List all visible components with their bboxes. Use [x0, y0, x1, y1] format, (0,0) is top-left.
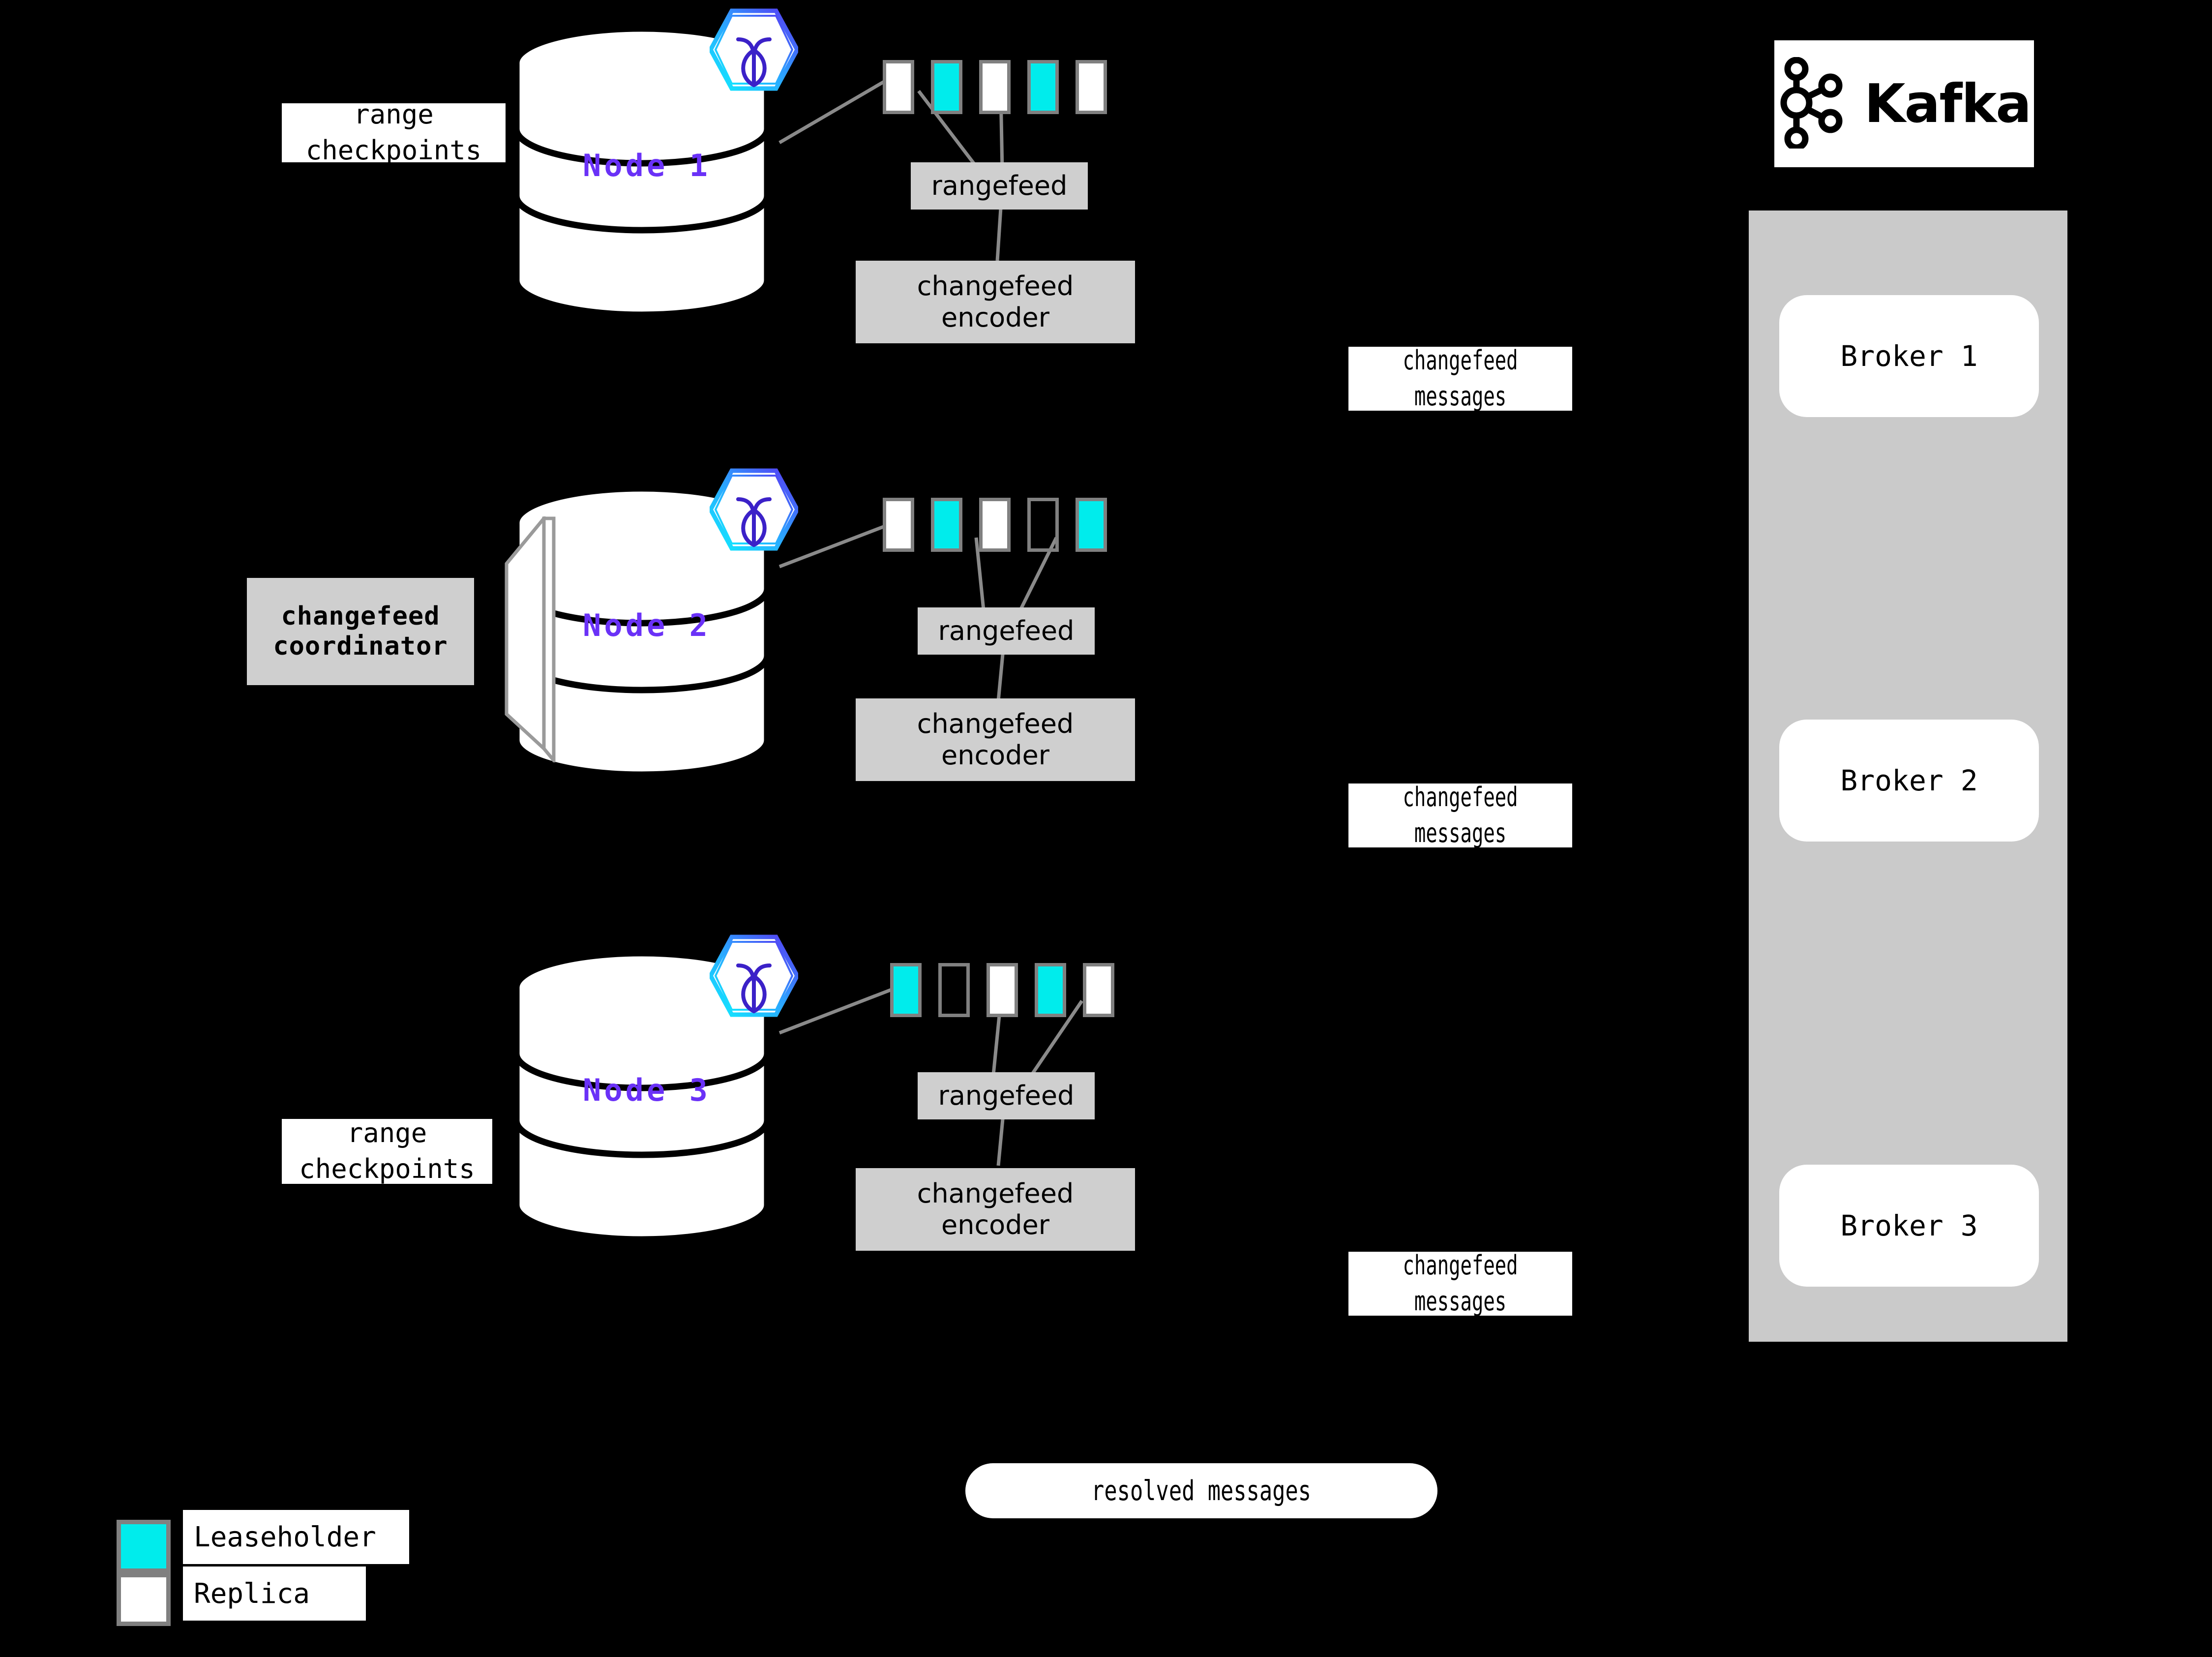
- node3-rangefeed-label: rangefeed: [938, 1080, 1075, 1112]
- legend-label-leaseholder: Leaseholder: [183, 1510, 409, 1564]
- node3-encoder-label: changefeed encoder: [917, 1178, 1074, 1240]
- node1-rangefeed-box[interactable]: rangefeed: [911, 162, 1088, 210]
- range-replica: [883, 60, 914, 114]
- node2-rangefeed-box[interactable]: rangefeed: [918, 607, 1095, 655]
- node3-changefeed-messages-label: changefeed messages: [1348, 1250, 1572, 1317]
- changefeed-coordinator-box[interactable]: changefeed coordinator: [247, 578, 474, 685]
- broker-2[interactable]: Broker 2: [1779, 720, 2039, 842]
- node2-encoder-label: changefeed encoder: [917, 708, 1074, 771]
- cockroachdb-hexagon-logo: [708, 931, 800, 1021]
- kafka-wordmark: Kafka: [1864, 73, 2032, 135]
- node1-range-checkpoints-text: range checkpoints: [305, 103, 482, 162]
- kafka-logo: [1778, 57, 1852, 151]
- range-replica: [979, 498, 1011, 552]
- node1-range-checkpoints-label: range checkpoints: [282, 103, 506, 162]
- legend-leaseholder-text: Leaseholder: [194, 1521, 376, 1553]
- node2-changefeed-messages-label: changefeed messages: [1348, 782, 1572, 848]
- node1-encoder-label: changefeed encoder: [917, 271, 1074, 333]
- broker-2-label: Broker 2: [1840, 764, 1978, 797]
- cockroachdb-hexagon-logo: [708, 465, 800, 554]
- changefeed-coordinator-label: changefeed coordinator: [273, 601, 448, 661]
- node3-range-checkpoints-text: range checkpoints: [299, 1117, 475, 1184]
- node2-changefeed-messages-text: changefeed messages: [1403, 782, 1518, 848]
- range-leaseholder: [931, 60, 962, 114]
- node2-rangefeed-label: rangefeed: [938, 615, 1075, 647]
- legend-replica-text: Replica: [194, 1577, 310, 1610]
- node2-encoder-box[interactable]: changefeed encoder: [856, 698, 1135, 781]
- kafka-logo-card: Kafka: [1774, 40, 2034, 167]
- broker-3-label: Broker 3: [1840, 1209, 1978, 1242]
- node3-range-row: [890, 963, 1131, 1017]
- node3-range-checkpoints-label: range checkpoints: [282, 1117, 492, 1184]
- range-replica: [979, 60, 1011, 114]
- node1-range-row: [883, 60, 1124, 114]
- node2-range-row: [883, 498, 1124, 552]
- node3-rangefeed-box[interactable]: rangefeed: [918, 1072, 1095, 1119]
- range-empty: [938, 963, 970, 1017]
- node1-rangefeed-label: rangefeed: [931, 170, 1068, 202]
- cockroachdb-hexagon-logo: [708, 5, 800, 94]
- range-replica: [1076, 60, 1107, 114]
- range-replica: [883, 498, 914, 552]
- legend-swatch-leaseholder: [117, 1520, 171, 1573]
- kafka-broker-panel: Broker 1 Broker 2 Broker 3: [1749, 211, 2067, 1342]
- broker-3[interactable]: Broker 3: [1779, 1165, 2039, 1287]
- range-replica: [1083, 963, 1114, 1017]
- range-replica: [986, 963, 1018, 1017]
- node3-changefeed-messages-text: changefeed messages: [1403, 1250, 1518, 1317]
- node1-encoder-box[interactable]: changefeed encoder: [856, 261, 1135, 343]
- node1-changefeed-messages-text: changefeed messages: [1403, 345, 1518, 412]
- broker-1[interactable]: Broker 1: [1779, 295, 2039, 417]
- range-leaseholder: [1076, 498, 1107, 552]
- resolved-messages-label: resolved messages: [1091, 1475, 1312, 1507]
- range-empty: [1027, 498, 1059, 552]
- changefeed-coordinator-connector: [497, 513, 556, 765]
- legend-swatch-replica: [117, 1573, 171, 1626]
- resolved-messages-pill: resolved messages: [965, 1463, 1437, 1518]
- legend-label-replica: Replica: [183, 1567, 366, 1621]
- node3-encoder-box[interactable]: changefeed encoder: [856, 1168, 1135, 1251]
- node3-cylinder: Node 3: [514, 949, 779, 1244]
- node1-changefeed-messages-label: changefeed messages: [1348, 345, 1572, 412]
- range-leaseholder: [931, 498, 962, 552]
- range-leaseholder: [890, 963, 922, 1017]
- range-leaseholder: [1027, 60, 1059, 114]
- range-leaseholder: [1035, 963, 1066, 1017]
- broker-1-label: Broker 1: [1840, 339, 1978, 373]
